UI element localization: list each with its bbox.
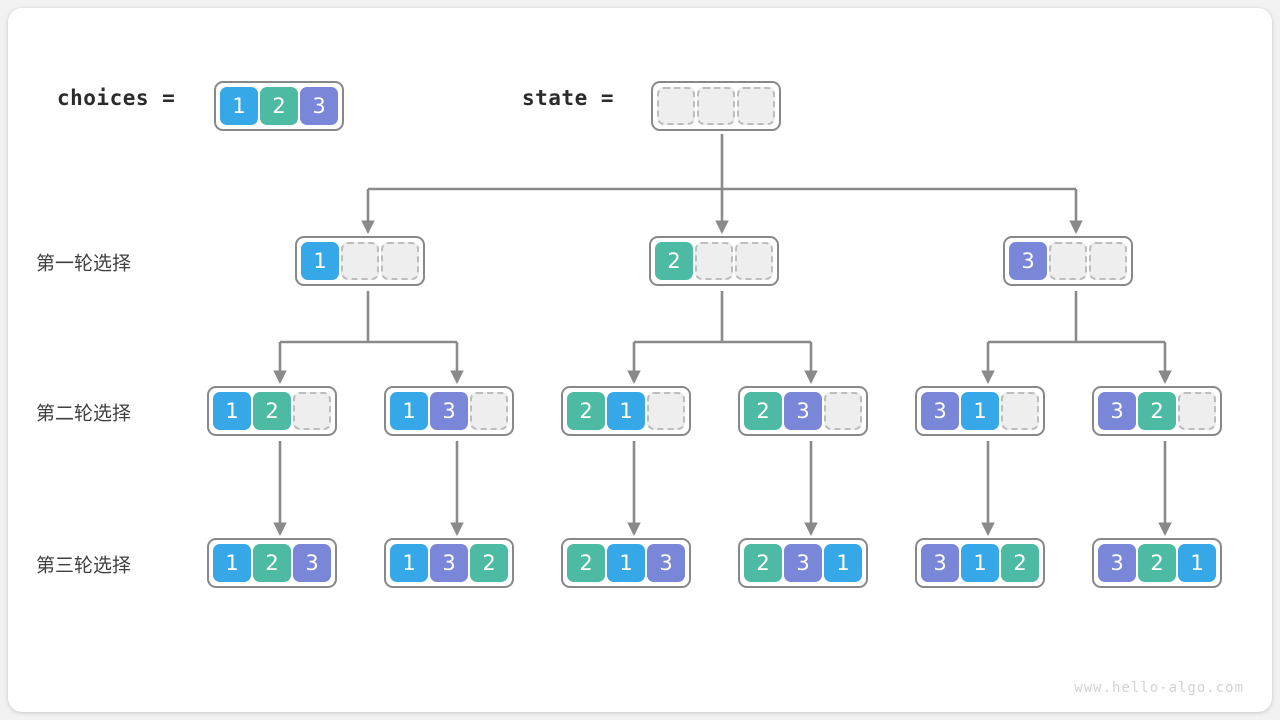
level1-node-0-cell-2 [381,242,419,280]
level1-node-2-cell-0: 3 [1009,242,1047,280]
level2-node-4-cell-1: 1 [961,392,999,430]
choices-label: choices = [57,86,176,110]
level1-node-1-cell-1 [695,242,733,280]
level1-node-1-cell-2 [735,242,773,280]
level3-node-4-cell-2: 2 [1001,544,1039,582]
level1-node-2: 3 [1003,236,1133,286]
level3-node-0-cell-2: 3 [293,544,331,582]
level2-node-4-cell-2 [1001,392,1039,430]
level1-node-0-cell-1 [341,242,379,280]
level2-node-5-cell-2 [1178,392,1216,430]
level1-node-2-cell-2 [1089,242,1127,280]
level2-node-0-cell-1: 2 [253,392,291,430]
level1-node-1-cell-0: 2 [655,242,693,280]
level3-node-4-cell-1: 1 [961,544,999,582]
choices-cell-0: 1 [220,87,258,125]
state-cell-2 [737,87,775,125]
level3-node-4-cell-0: 3 [921,544,959,582]
level2-node-0-cell-0: 1 [213,392,251,430]
level2-node-1-cell-0: 1 [390,392,428,430]
state-cell-0 [657,87,695,125]
site-watermark: www.hello-algo.com [1074,680,1244,696]
level3-node-2-cell-2: 3 [647,544,685,582]
level2-node-2-cell-1: 1 [607,392,645,430]
state-cell-1 [697,87,735,125]
level1-node-2-cell-1 [1049,242,1087,280]
level2-node-3-cell-0: 2 [744,392,782,430]
level3-node-0-cell-0: 1 [213,544,251,582]
level3-node-3-cell-2: 1 [824,544,862,582]
level3-node-2-cell-1: 1 [607,544,645,582]
row-label-round-3: 第三轮选择 [36,554,132,577]
state-array [651,81,781,131]
level3-node-3-cell-1: 3 [784,544,822,582]
state-label: state = [522,86,615,110]
level3-node-3-cell-0: 2 [744,544,782,582]
level2-node-3-cell-2 [824,392,862,430]
level3-node-5-cell-1: 2 [1138,544,1176,582]
level3-node-1-cell-2: 2 [470,544,508,582]
level3-node-5-cell-0: 3 [1098,544,1136,582]
choices-cell-2: 3 [300,87,338,125]
level1-node-0-cell-0: 1 [301,242,339,280]
row-label-round-1: 第一轮选择 [36,252,132,275]
level3-node-5-cell-2: 1 [1178,544,1216,582]
level1-node-0: 1 [295,236,425,286]
level2-node-1-cell-2 [470,392,508,430]
level3-node-1-cell-0: 1 [390,544,428,582]
level2-node-2-cell-2 [647,392,685,430]
level2-node-3-cell-1: 3 [784,392,822,430]
level3-node-1-cell-1: 3 [430,544,468,582]
level1-node-1: 2 [649,236,779,286]
row-label-round-2: 第二轮选择 [36,402,132,425]
level2-node-4-cell-0: 3 [921,392,959,430]
level3-node-2-cell-0: 2 [567,544,605,582]
level2-node-0-cell-2 [293,392,331,430]
level2-node-1-cell-1: 3 [430,392,468,430]
level2-node-5-cell-1: 2 [1138,392,1176,430]
level3-node-0-cell-1: 2 [253,544,291,582]
level2-node-5-cell-0: 3 [1098,392,1136,430]
choices-cell-1: 2 [260,87,298,125]
level2-node-2-cell-0: 2 [567,392,605,430]
